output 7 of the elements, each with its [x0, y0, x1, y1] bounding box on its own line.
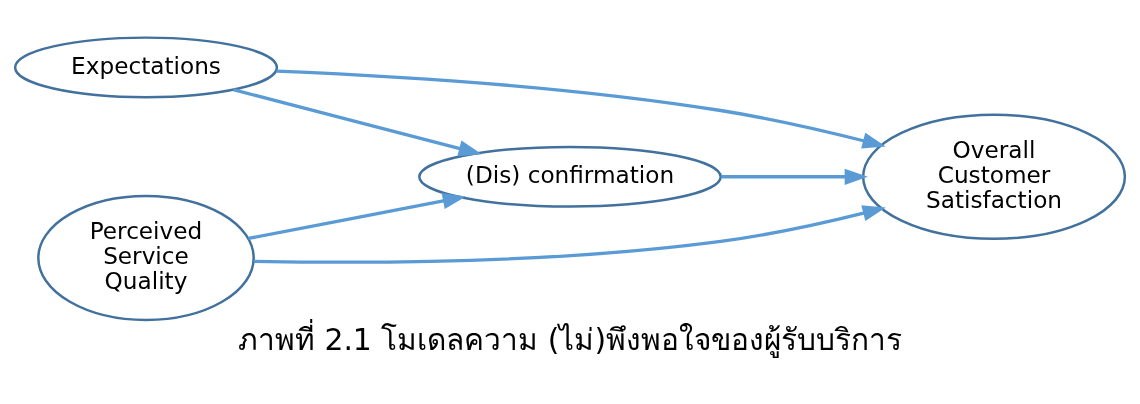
arrow: [721, 168, 868, 185]
node-ellipse: Perceived Service Quality: [37, 194, 255, 322]
arrow: [232, 88, 482, 157]
arrow: [276, 69, 886, 149]
arrow: [253, 205, 886, 264]
node-ellipse: Expectations: [13, 36, 279, 99]
arrow: [248, 192, 466, 241]
